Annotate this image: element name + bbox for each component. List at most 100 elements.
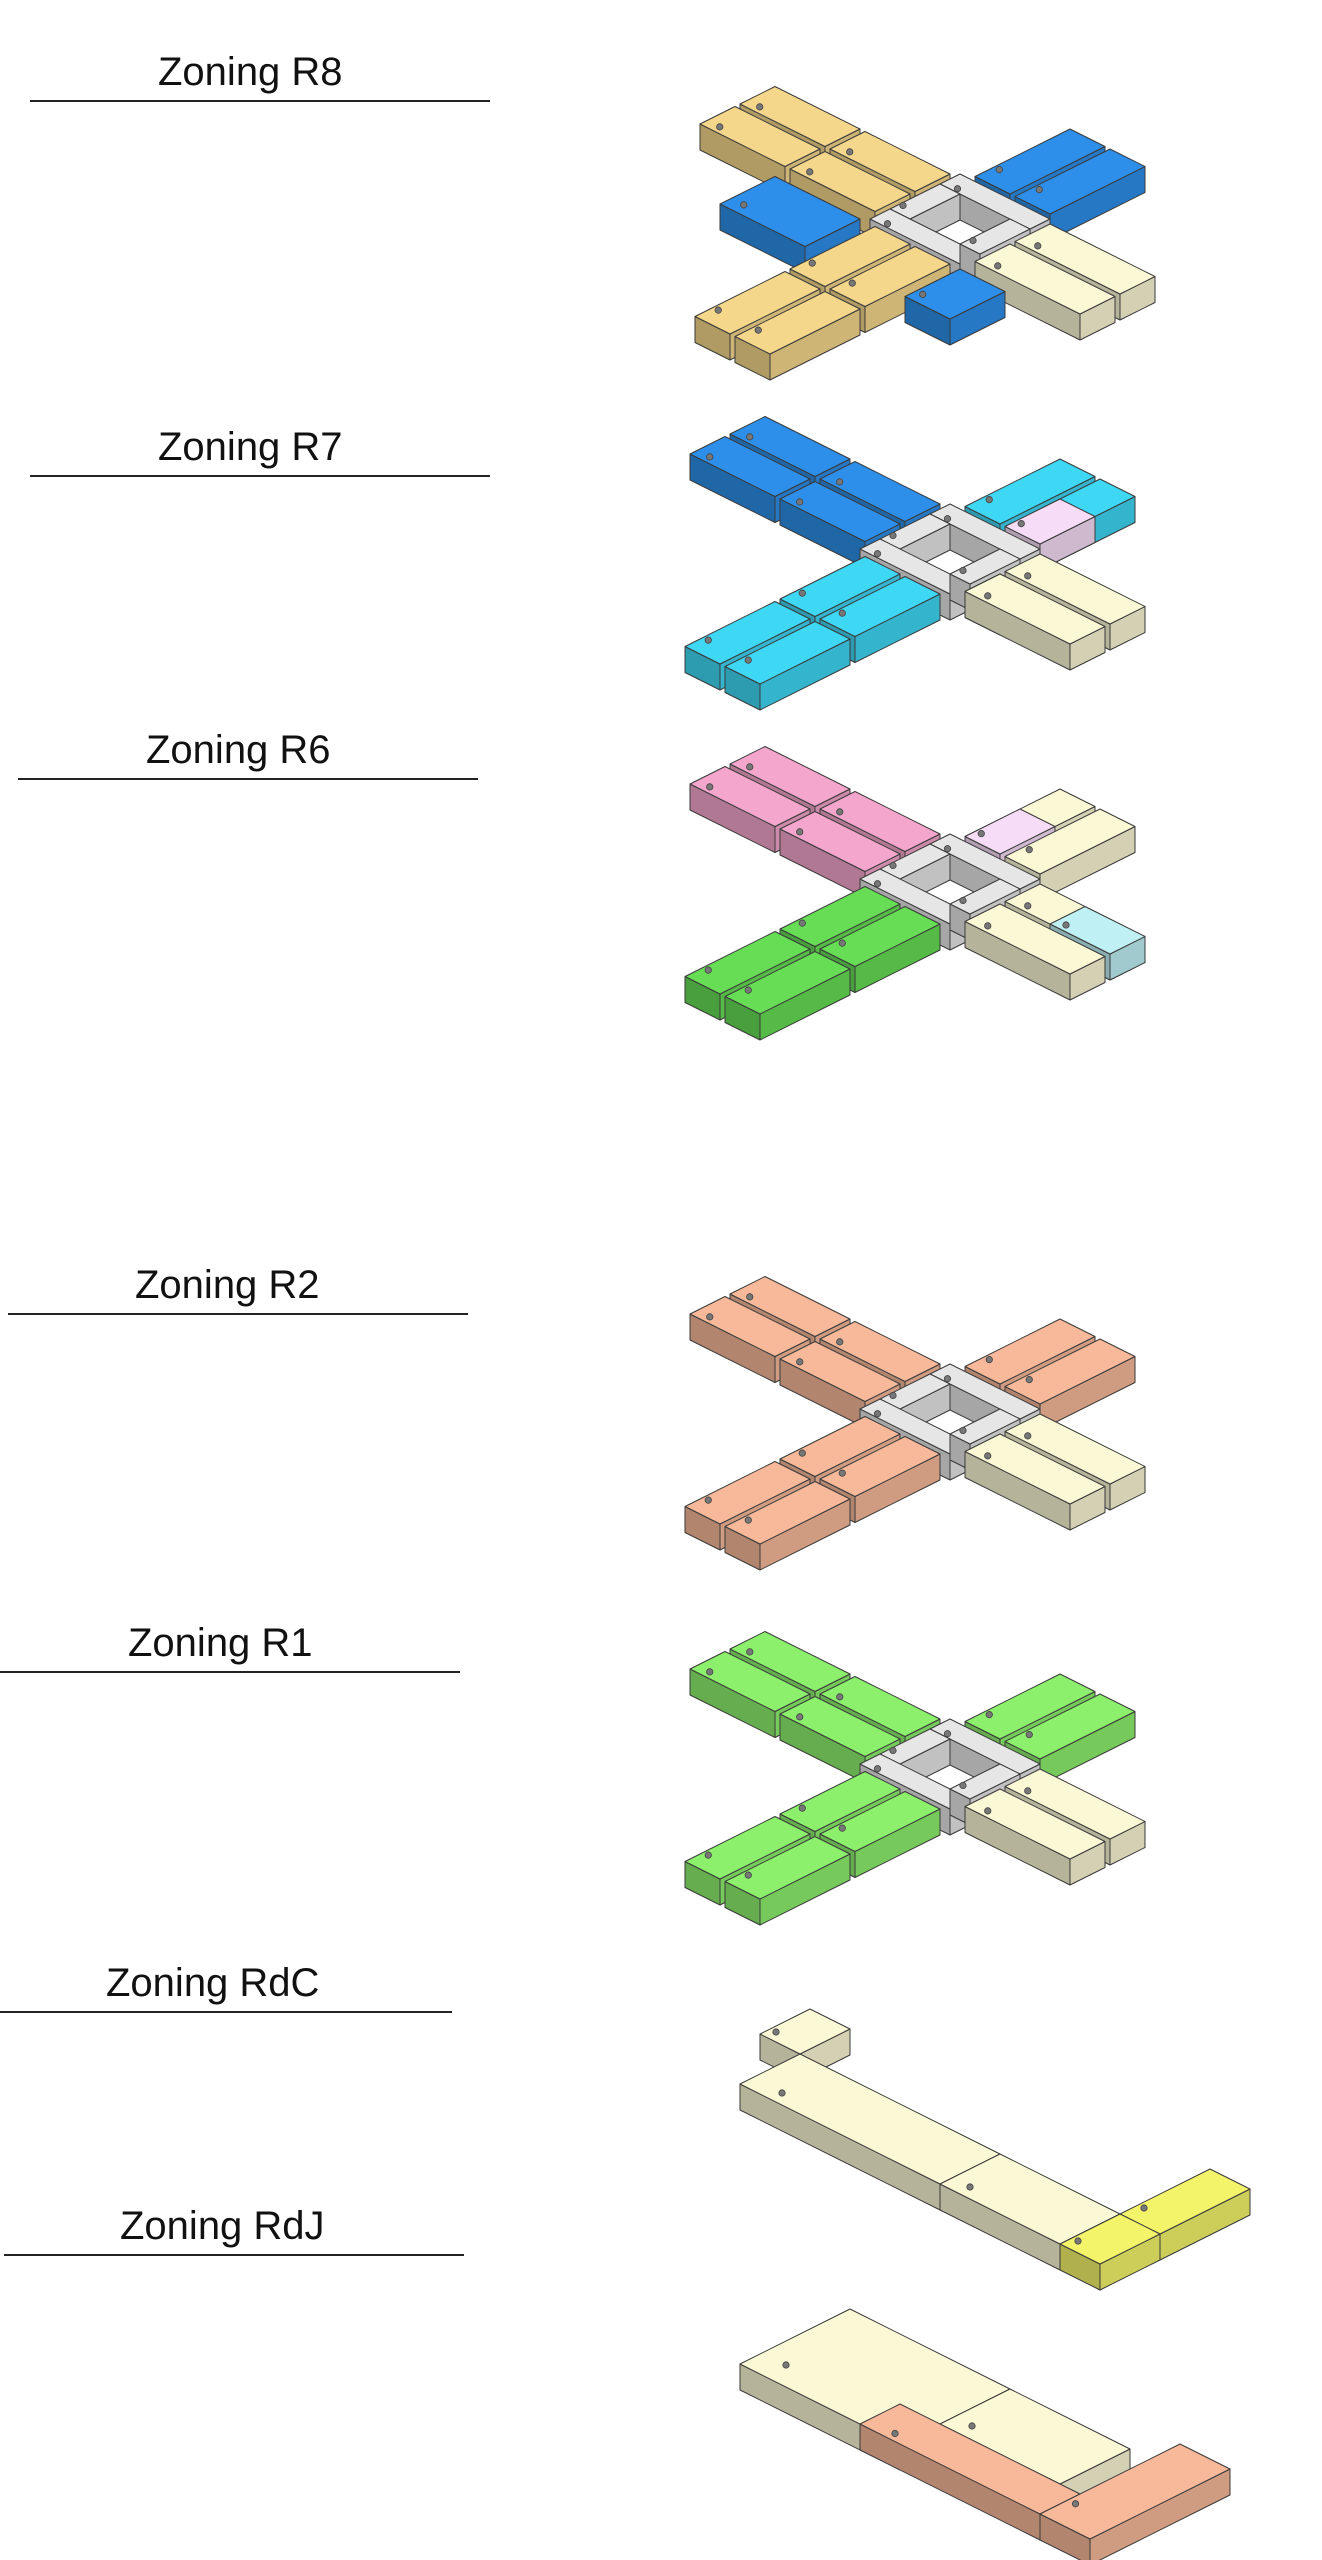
level-rule-r1 [0,1671,460,1673]
column-marker [754,326,762,334]
column-marker [959,1426,967,1435]
level-label-r6: Zoning R6 [146,728,331,772]
wing-down [789,226,911,287]
core [949,1763,1021,1800]
column-marker [836,1693,844,1701]
column-marker [995,166,1003,174]
wing-up [964,1673,1096,1740]
column-marker [778,2089,786,2097]
wing-left [779,481,901,542]
column-marker [772,2028,780,2036]
wing-down [684,601,811,665]
level-rule-r2 [8,1313,468,1315]
column-marker [1024,1787,1032,1795]
level-label-r2: Zoning R2 [135,1263,320,1307]
wing-left [689,766,811,827]
column-marker [1035,186,1043,194]
wing-left [779,1341,901,1402]
wing-down [684,1461,811,1525]
wing-left [819,1321,941,1382]
column-marker [873,550,882,558]
wing-left [729,1631,851,1692]
wing-detail [1004,498,1096,545]
wing-right [964,903,1106,975]
column-marker [714,306,722,314]
column-marker [883,220,892,228]
column-marker [796,498,804,506]
wing-down [694,271,821,335]
column-marker [969,236,977,245]
wing-right [974,243,1116,315]
ground-tab [759,2008,851,2055]
core [929,833,1041,890]
column-marker [1062,921,1070,929]
wing-up [974,128,1106,195]
column-marker [796,828,804,836]
column-marker [796,1358,804,1366]
column-marker [796,1713,804,1721]
column-marker [704,636,712,644]
column-marker [985,496,993,504]
wing-up [964,458,1096,525]
wing-down [684,1816,811,1880]
wing-left [819,461,941,522]
column-marker [1024,572,1032,580]
level-rule-r6 [18,778,478,780]
wing-left [729,746,851,807]
column-marker [873,1410,882,1418]
column-marker [838,939,846,947]
wing-detail [964,808,1056,855]
wing-down [819,576,941,637]
wing-detail [719,176,861,247]
wing-down [724,621,851,685]
level-label-r7: Zoning R7 [158,425,343,469]
wing-left [819,791,941,852]
wing-up [1014,148,1146,215]
column-marker [848,279,856,287]
column-marker [806,168,814,176]
column-marker [746,433,754,441]
column-marker [782,2361,790,2369]
wing-down [819,1791,941,1852]
column-marker [706,783,714,791]
column-marker [1034,242,1042,250]
wing-left [819,1676,941,1737]
column-marker [798,589,806,597]
column-marker [966,2183,974,2191]
wing-down [724,951,851,1015]
column-marker [1140,2204,1148,2212]
wing-up [1004,1693,1136,1760]
column-marker [984,1452,992,1460]
wing-down [819,906,941,967]
level-label-r1: Zoning R1 [128,1621,313,1665]
core [929,1363,1041,1420]
wing-right [1004,1413,1146,1485]
ground-return [1059,2213,1161,2265]
core [929,1718,1041,1775]
column-marker [836,1338,844,1346]
column-marker [706,1313,714,1321]
column-marker [1025,1376,1033,1384]
column-marker [744,1516,752,1524]
garden-range [1039,2443,1231,2540]
level-rule-rdj [4,2254,464,2256]
column-marker [899,201,907,210]
column-marker [846,148,854,156]
wing-left [699,106,821,167]
column-marker [984,592,992,600]
column-marker [704,966,712,974]
column-marker [836,478,844,486]
level-label-rdj: Zoning RdJ [120,2204,325,2248]
column-marker [744,1871,752,1879]
column-marker [798,1804,806,1812]
core [949,1408,1021,1445]
wing-down [779,886,901,947]
core [939,173,1051,230]
wing-up [964,1318,1096,1385]
column-marker [889,1746,897,1755]
core [949,878,1021,915]
wing-left [729,1276,851,1337]
wing-left [689,1296,811,1357]
wing-detail [904,268,1006,320]
